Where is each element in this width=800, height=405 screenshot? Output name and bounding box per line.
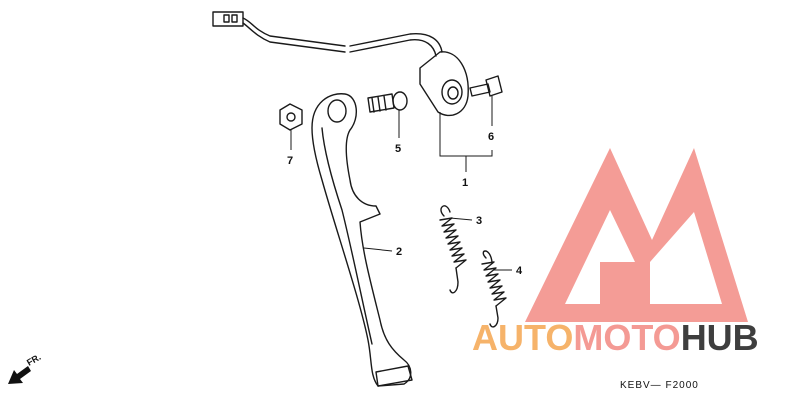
switch-wire-mid-2 (349, 39, 437, 57)
side-stand-switch-assembly (212, 11, 469, 117)
brand-part-auto: AUTO (472, 317, 573, 358)
callout-4: 4 (516, 265, 523, 277)
spring-4 (481, 250, 507, 328)
switch-body (419, 51, 469, 117)
switch-bolt (469, 75, 503, 97)
brand-part-hub: HUB (681, 317, 759, 358)
switch-wire-lower (242, 22, 346, 53)
front-direction-label: FR. (25, 352, 43, 368)
brand-part-moto: MOTO (573, 317, 680, 358)
callout-3: 3 (476, 215, 482, 227)
front-direction-arrow-icon (8, 366, 31, 384)
callout-5: 5 (395, 143, 401, 155)
brand-wordmark: AUTOMOTOHUB (472, 317, 759, 358)
callout-7: 7 (287, 155, 293, 167)
switch-bore-inner (447, 86, 459, 100)
diagram-code: KEBV— F2000 (620, 380, 699, 391)
side-stand-body (311, 93, 412, 387)
switch-connector (212, 11, 244, 27)
switch-wire-mid (349, 33, 443, 53)
side-stand-inner-edge (321, 127, 373, 345)
callout-2: 2 (396, 246, 402, 258)
stand-nut (279, 103, 303, 131)
side-stand (311, 93, 413, 387)
connector-pin-1 (223, 14, 230, 23)
spring-3 (439, 205, 467, 294)
side-stand-foot (375, 365, 413, 387)
pivot-bolt (367, 91, 408, 113)
callout-6: 6 (488, 131, 494, 143)
switch-wire-upper (242, 17, 346, 47)
switch-bore (441, 79, 463, 105)
logo-triangle-icon (525, 148, 748, 322)
logo-triangle-outer (525, 148, 748, 322)
connector-pin-2 (231, 14, 238, 23)
leader-lines (290, 96, 512, 271)
callout-1: 1 (462, 177, 468, 189)
side-stand-pivot-hole (327, 99, 347, 123)
